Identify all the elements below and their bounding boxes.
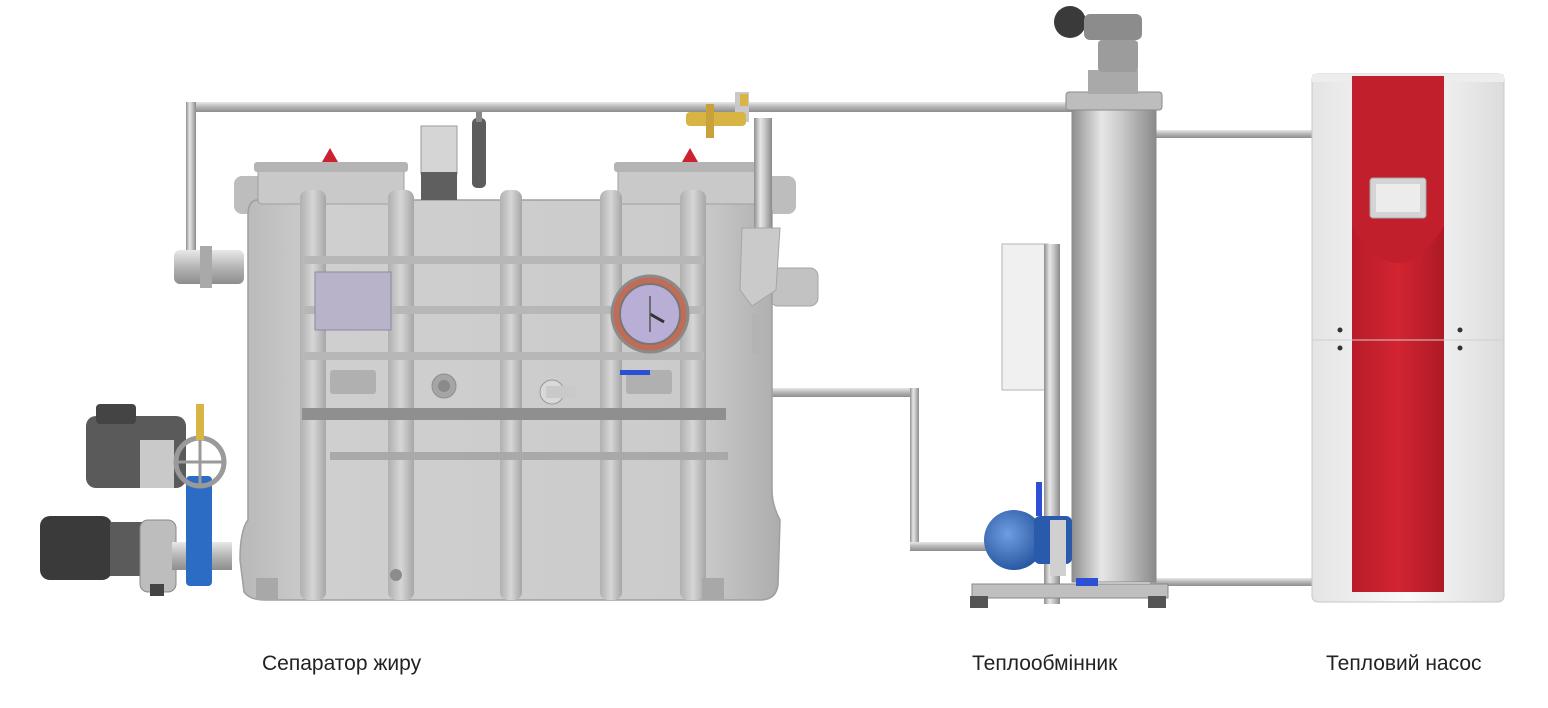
circulation-pump (984, 510, 1044, 570)
heat-exchanger-label: Теплообмінник (972, 652, 1118, 675)
sight-glass (610, 274, 690, 354)
heat-pump-label: Тепловий насос (1326, 652, 1482, 675)
lower-motor (40, 516, 112, 580)
outlet-pipe-bottom (910, 542, 990, 551)
exchanger-panel (1001, 243, 1049, 391)
heat-pump-unit (1311, 73, 1505, 603)
separator-label: Сепаратор жиру (262, 652, 422, 675)
inspection-panel (314, 271, 392, 331)
tank-belt (302, 408, 726, 420)
control-box (420, 125, 458, 175)
grease-separator (174, 92, 819, 601)
gate-valve (186, 476, 212, 586)
transfer-pump-assembly (40, 404, 232, 596)
exchanger-column (1071, 107, 1157, 583)
outlet-pipe-drop (910, 388, 919, 548)
hp-pipe-top (1150, 130, 1315, 138)
hp-pipe-bottom (1150, 578, 1315, 586)
motor-cap (1054, 6, 1086, 38)
top-pipe (190, 102, 1078, 112)
heat-exchanger-unit (970, 6, 1169, 608)
top-pipe-left-drop (186, 102, 196, 252)
